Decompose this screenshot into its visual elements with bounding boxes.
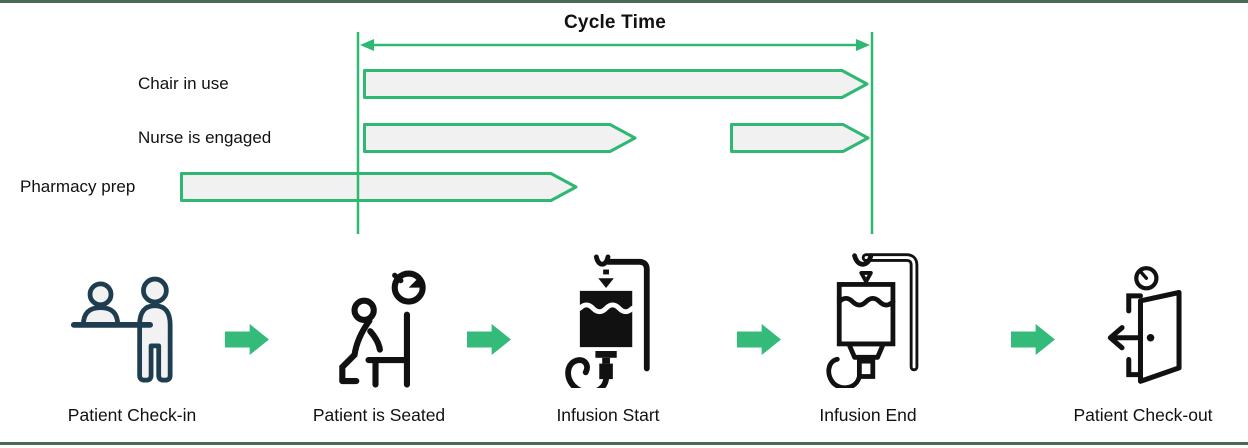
step-patient-seated: Patient is Seated [264,246,494,426]
cycle-time-double-arrow [360,39,870,51]
infusion-end-icon [826,253,919,388]
row-label-pharmacy-prep: Pharmacy prep [20,177,136,196]
row-label-nurse-is-engaged: Nurse is engaged [138,128,272,147]
step-label-patient-checkout: Patient Check-out [1073,405,1213,425]
cycle-time-span-lines [356,32,874,234]
step-patient-checkin: Patient Check-in [17,246,247,426]
step-patient-checkout: Patient Check-out [1028,246,1248,426]
arrowhead-left-icon [360,39,374,51]
arrowhead-right-icon [856,39,870,51]
patient-seated-icon [339,270,426,388]
step-infusion-end: Infusion End [753,246,983,426]
bar-nurse-engaged-first [363,123,637,153]
bar-pharmacy-prep [180,172,578,202]
step-infusion-start: Infusion Start [493,246,723,426]
row-label-chair-in-use: Chair in use [138,74,229,93]
bottom-border-line [0,442,1248,445]
step-label-infusion-end: Infusion End [819,405,917,425]
top-border-line [0,0,1248,3]
patient-checkin-icon [70,276,173,383]
step-label-infusion-start: Infusion Start [556,405,660,425]
bar-chair-in-use [363,69,869,99]
infusion-start-icon [565,254,650,388]
cycle-time-title: Cycle Time [564,12,666,33]
bar-nurse-engaged-second [730,123,870,153]
step-label-patient-seated: Patient is Seated [312,405,446,425]
patient-checkout-icon [1107,266,1182,384]
step-label-patient-checkin: Patient Check-in [67,405,197,425]
